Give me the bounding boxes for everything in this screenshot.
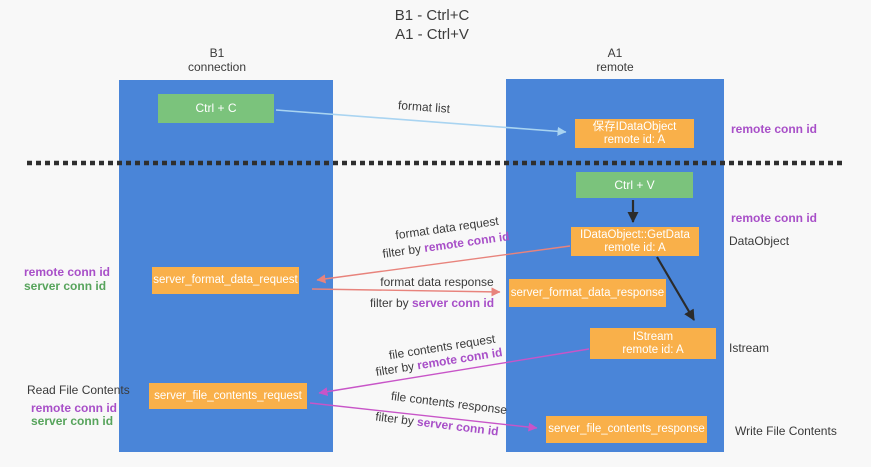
dataobject-label: DataObject bbox=[729, 234, 790, 248]
ctrl-v-label: Ctrl + V bbox=[614, 177, 655, 192]
write-file-contents-label: Write File Contents bbox=[735, 424, 837, 438]
arrow-file-contents-request bbox=[318, 348, 590, 397]
remote-conn-id-right-top: remote conn id bbox=[731, 122, 818, 136]
save-idataobject-line1: 保存IDataObject bbox=[592, 120, 677, 133]
right-column-title: A1 bbox=[607, 46, 623, 60]
server-conn-id-text: server conn id bbox=[411, 296, 495, 310]
server-file-contents-response-box: server_file_contents_response bbox=[546, 416, 707, 443]
getdata-box: IDataObject::GetData remote id: A bbox=[571, 227, 699, 256]
server-format-data-response-label: server_format_data_response bbox=[510, 286, 665, 299]
filter-by-server-conn-id-label-1: filter by server conn id bbox=[370, 296, 494, 310]
istream-box: IStream remote id: A bbox=[590, 328, 716, 359]
server-format-data-request-box: server_format_data_request bbox=[152, 267, 299, 294]
filter-by-text: filter by bbox=[369, 296, 412, 310]
arrow-getdata-to-istream bbox=[656, 256, 695, 321]
server-conn-id-left-mid: server conn id bbox=[24, 279, 107, 293]
ctrl-v-box: Ctrl + V bbox=[576, 172, 693, 198]
right-column-header: A1 remote bbox=[506, 46, 724, 74]
diagram-title: B1 - Ctrl+C A1 - Ctrl+V bbox=[306, 6, 558, 44]
server-conn-id-left-bottom: server conn id bbox=[31, 414, 114, 428]
format-data-response-label: format data response bbox=[380, 275, 494, 289]
ctrl-c-label: Ctrl + C bbox=[195, 101, 237, 115]
ctrl-c-box: Ctrl + C bbox=[158, 94, 274, 123]
remote-conn-id-left-bottom: remote conn id bbox=[31, 401, 118, 415]
read-file-contents-label: Read File Contents bbox=[27, 383, 130, 397]
remote-conn-id-left-mid: remote conn id bbox=[24, 265, 111, 279]
left-column-title: B1 bbox=[209, 46, 225, 60]
remote-conn-id-right-mid: remote conn id bbox=[731, 211, 818, 225]
server-format-data-request-label: server_format_data_request bbox=[153, 274, 298, 286]
arrow-format-list bbox=[275, 109, 567, 136]
arrow-format-data-request bbox=[316, 245, 571, 284]
getdata-line2: remote id: A bbox=[604, 241, 666, 254]
getdata-line1: IDataObject::GetData bbox=[580, 228, 690, 241]
save-idataobject-box: 保存IDataObject remote id: A bbox=[575, 119, 694, 148]
arrow-format-data-response bbox=[311, 287, 501, 297]
istream-box-line2: remote id: A bbox=[622, 343, 684, 356]
left-column-header: B1 connection bbox=[110, 46, 324, 74]
title-line-1: B1 - Ctrl+C bbox=[394, 7, 470, 24]
title-line-2: A1 - Ctrl+V bbox=[395, 26, 469, 43]
server-file-contents-request-label: server_file_contents_request bbox=[154, 389, 302, 402]
server-file-contents-request-box: server_file_contents_request bbox=[149, 383, 307, 409]
server-format-data-response-box: server_format_data_response bbox=[509, 279, 666, 307]
save-idataobject-line2: remote id: A bbox=[603, 133, 666, 146]
left-column-subtitle: connection bbox=[187, 60, 247, 74]
server-file-contents-response-label: server_file_contents_response bbox=[548, 423, 705, 435]
istream-side-label: Istream bbox=[729, 341, 770, 355]
istream-box-line1: IStream bbox=[632, 330, 674, 343]
arrow-file-contents-response bbox=[309, 402, 538, 432]
right-column-subtitle: remote bbox=[596, 60, 634, 74]
